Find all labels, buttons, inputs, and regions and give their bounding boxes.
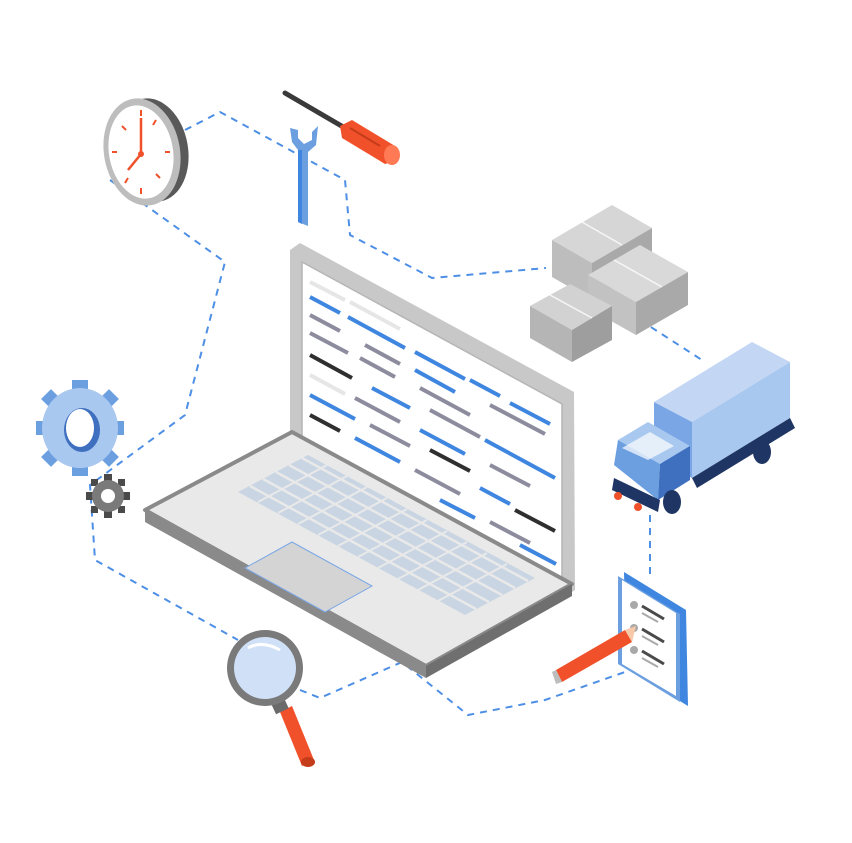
laptop-icon [143,243,575,678]
screwdriver-icon [282,90,400,165]
dashed-connector-path [88,110,706,717]
trackpad [243,541,374,613]
wrench-icon [290,126,318,226]
screen-content [309,280,557,566]
boxes-icon [530,205,688,362]
magnifier-icon [227,630,315,767]
wall-clock-icon [103,98,189,206]
pencil-icon [552,626,636,684]
checklist-icon [618,572,688,706]
gear-icon [36,380,130,518]
delivery-truck-icon [612,342,795,514]
